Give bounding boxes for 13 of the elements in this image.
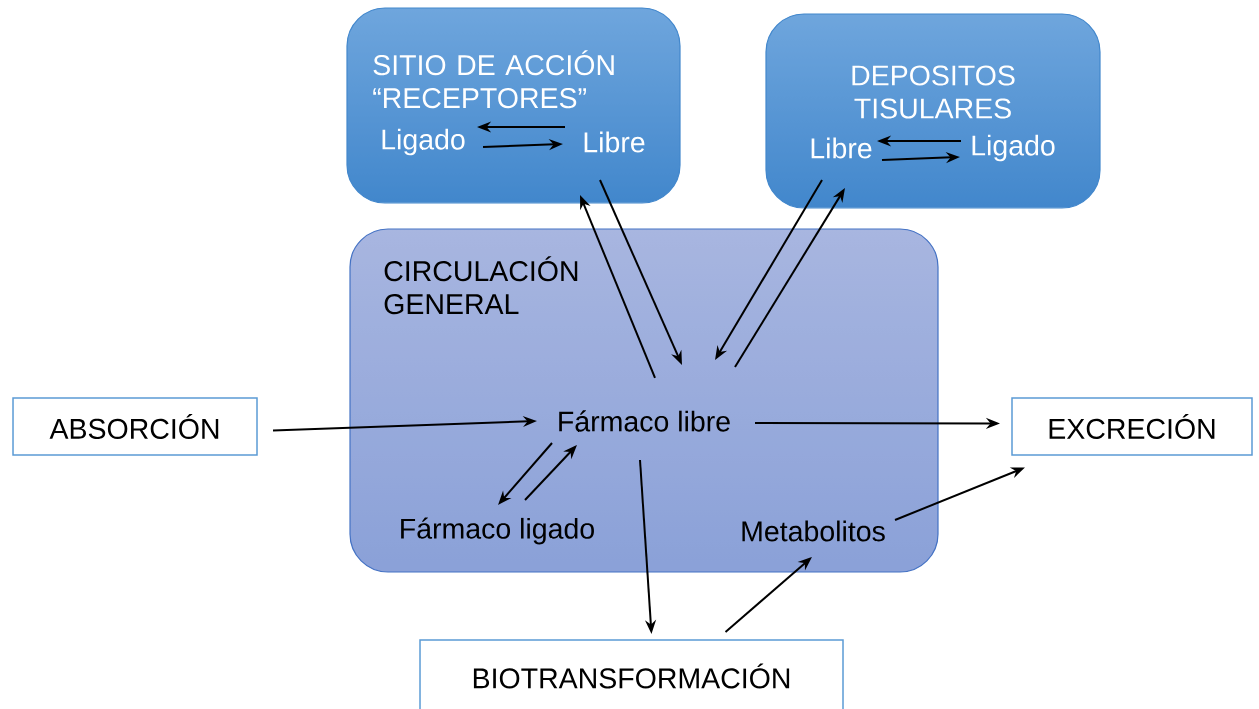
node-label: Libre [584, 131, 645, 153]
process-box: ABSORCIÓN [12, 397, 258, 456]
box-title: DEPOSITOS TISULARES [852, 65, 1015, 119]
box-title: CIRCULACIÓN GENERAL [384, 256, 578, 315]
node-label: Ligado [972, 134, 1055, 162]
node-label: Metabolitos [742, 520, 885, 542]
process-box: EXCRECIÓN [1011, 397, 1253, 456]
process-box: BIOTRANSFORMACIÓN [419, 639, 844, 709]
box-title: SITIO DE ACCIÓN “RECEPTORES” [373, 50, 614, 109]
node-label: Fármaco ligado [401, 517, 594, 545]
node-label: Ligado [382, 128, 465, 156]
node-label: Libre [811, 137, 872, 159]
node-label: Fármaco libre [559, 410, 730, 432]
